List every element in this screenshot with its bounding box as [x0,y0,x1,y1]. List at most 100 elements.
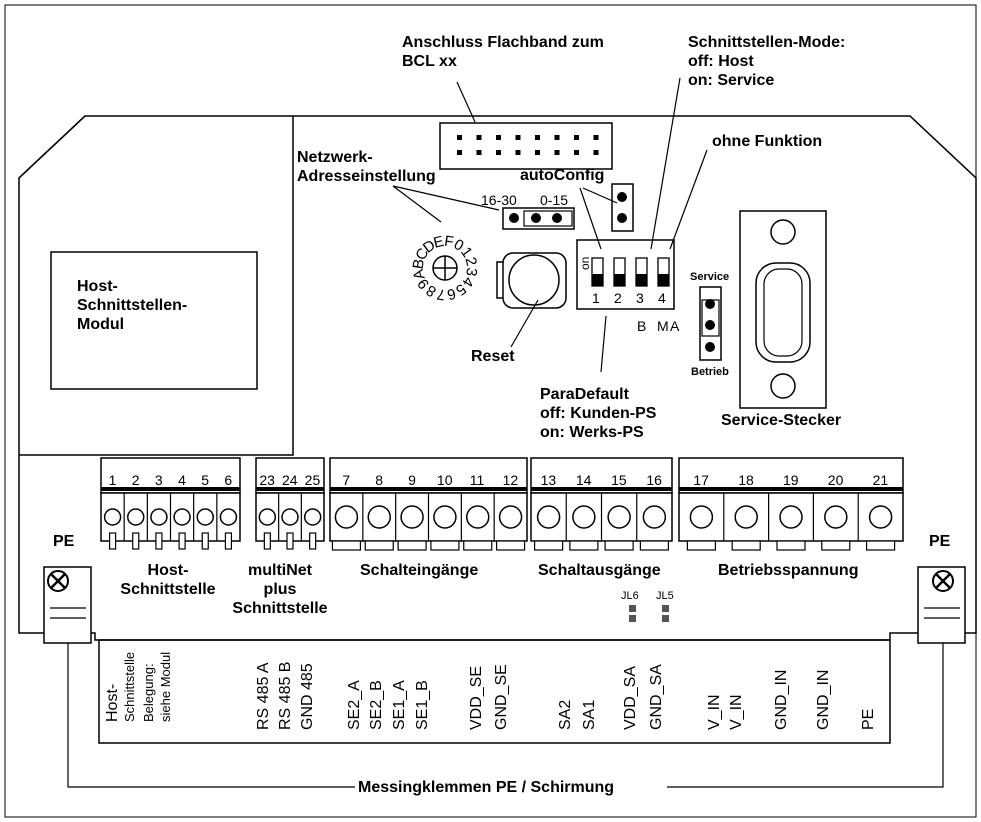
assign-signal: V_IN [728,694,745,730]
dip-switch-housing [576,239,675,310]
terminal-number: 7 [342,472,351,488]
terminal-number: 13 [540,472,557,488]
label-betriebsspannung: Betriebsspannung [718,562,859,579]
terminal-number: 21 [872,472,889,488]
terminal-screw [196,508,214,526]
pe-clamp-left [43,566,92,644]
assign-signal: GND_IN [815,669,832,730]
assign-signal: SA1 [581,699,598,730]
terminal-screw [127,508,145,526]
assign-signal: SE2_A [346,680,363,730]
terminal-number: 11 [469,472,485,488]
assign-signal: VDD_SA [622,665,639,730]
assign-signal: SE1_A [391,680,408,730]
terminal-screw [367,505,391,529]
assign-signal: SA2 [557,699,574,730]
terminal-screw [103,508,122,526]
service-jumper [699,286,722,361]
label-jl5: JL5 [656,590,674,602]
dip-number: 3 [636,290,644,306]
terminal-number: 6 [224,472,233,488]
ribbon-pin [535,135,540,140]
host-module-box [50,251,258,390]
label-messing: Messingklemmen PE / Schirmung [358,779,615,796]
terminal-screw [868,505,893,529]
terminal-screw [779,505,803,529]
assign-host-line: siehe Modul [158,651,173,722]
assign-host-line: Belegung: [141,663,156,722]
rotary-char: E [432,233,446,252]
ribbon-pin [476,135,482,140]
reset-button-shape [496,252,567,309]
terminal-number: 24 [282,472,298,488]
assign-signal: PE [860,708,877,730]
dip-number: 2 [614,290,622,306]
jl-pads [629,605,669,622]
terminal-screw [303,508,322,526]
terminal-number: 9 [408,472,416,488]
label-netzwerk: Netzwerk-Adresseinstellung [297,149,436,185]
dip-lever [592,274,603,286]
dip-a: A [670,318,680,334]
ribbon-pin [574,150,579,155]
terminal-number: 17 [693,472,709,488]
label-host-schnittstelle: Host-Schnittstelle [120,562,216,598]
ribbon-pin [515,135,521,140]
address-jumper [502,207,575,230]
dip-number: 1 [592,290,600,306]
terminal-screw [334,505,359,529]
ribbon-pin [593,135,599,140]
rotary-char: F [443,233,455,251]
label-service-stecker: Service-Stecker [721,412,842,429]
dip-on-label: on [578,256,592,270]
terminal-number: 2 [131,472,140,488]
assign-signal: RS 485 A [255,662,272,730]
assign-signal: V_IN [706,694,723,730]
assign-signal: SE2_B [368,680,385,730]
ribbon-pin [554,150,560,155]
dip-b: B [637,318,647,334]
rotary-char: B [410,258,428,270]
ribbon-pin [515,150,521,155]
pe-clamp-right [917,566,966,644]
terminal-number: 12 [502,472,519,488]
label-ohne-funktion: ohne Funktion [712,133,823,150]
module-area-outline [19,116,294,456]
terminal-number: 20 [827,472,844,488]
label-reset: Reset [471,348,515,365]
terminal-number: 10 [436,472,453,488]
ribbon-pins [457,135,599,155]
assign-host-line: Host- [104,683,121,722]
terminal-screw [642,505,667,529]
assign-signal: SE1_B [414,680,431,730]
terminal-number: 8 [375,472,384,488]
ribbon-pin [457,135,462,140]
terminal-screw [258,508,277,526]
ribbon-pin [554,135,560,140]
terminal-screw [433,505,457,529]
ribbon-pin [457,150,462,155]
dip-lever [636,274,647,286]
label-host-modul: Host-Schnittstellen-Modul [77,278,188,333]
ribbon-pin [574,135,579,140]
assign-signal: GND_IN [773,669,790,730]
rotary-char: 7 [436,285,447,303]
label-autoconfig: autoConfig [520,167,605,184]
label-schaltausgaenge: Schaltausgänge [538,562,661,579]
terminal-number: 4 [178,472,186,488]
terminal-number: 1 [108,472,117,488]
terminal-screw [400,505,424,529]
ribbon-pin [593,150,599,155]
label-schalteingaenge: Schalteingänge [360,562,479,579]
terminal-number: 14 [575,472,592,488]
dip-number: 4 [658,290,666,306]
label-service: Service [690,271,730,283]
dip-lever [614,274,625,286]
terminal-number: 16 [646,472,662,488]
